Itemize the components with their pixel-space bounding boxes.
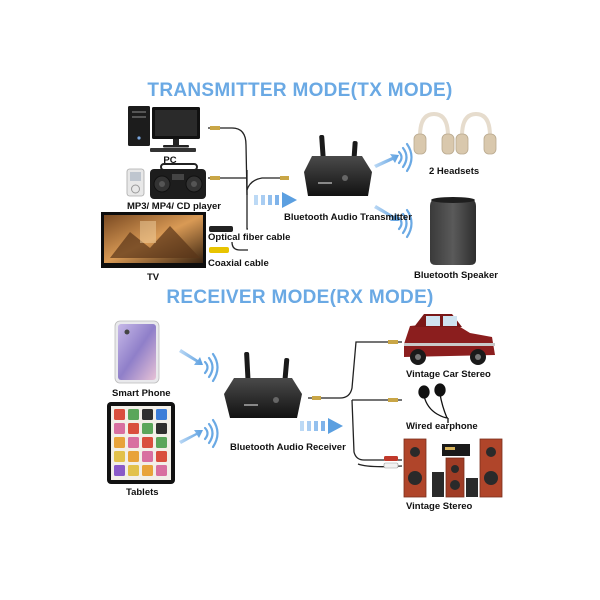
pc-label: PC bbox=[163, 155, 177, 166]
app-tile-icon bbox=[156, 409, 167, 420]
app-tile-icon bbox=[114, 451, 125, 462]
app-tile-icon bbox=[114, 465, 125, 476]
transmitter-label: Bluetooth Audio Transmitter bbox=[284, 212, 412, 223]
rx-mode-title: RECEIVER MODE(RX MODE) bbox=[166, 287, 434, 308]
car-stereo-label: Vintage Car Stereo bbox=[406, 369, 491, 380]
app-tile-icon bbox=[128, 409, 139, 420]
vintage-stereo-label: Vintage Stereo bbox=[406, 501, 473, 512]
app-tile-icon bbox=[128, 465, 139, 476]
app-tile-icon bbox=[142, 423, 153, 434]
signal-arrows bbox=[374, 154, 399, 221]
rx-cables bbox=[308, 341, 403, 468]
app-tile-icon bbox=[114, 437, 125, 448]
tablet-icon bbox=[107, 402, 175, 484]
app-tile-icon bbox=[142, 437, 153, 448]
app-tile-icon bbox=[156, 437, 167, 448]
smartphone-label: Smart Phone bbox=[112, 388, 171, 399]
signal-arrows bbox=[179, 349, 203, 444]
rca-white-connector-icon bbox=[383, 462, 399, 469]
keyboard-icon bbox=[150, 148, 196, 152]
tx-jacks bbox=[209, 126, 289, 253]
pc-tower-icon bbox=[128, 106, 150, 146]
rca-red-connector-icon bbox=[384, 456, 398, 461]
signal-waves-icon bbox=[203, 352, 219, 449]
arrow-icon bbox=[300, 418, 343, 434]
optical-cable-label: Optical fiber cable bbox=[208, 232, 291, 243]
coaxial-cable-label: Coaxial cable bbox=[208, 258, 269, 269]
transmitter-device-icon bbox=[304, 134, 372, 196]
smartphone-icon bbox=[114, 320, 160, 384]
mp3-player-label: MP3/ MP4/ CD player bbox=[127, 201, 221, 212]
app-tile-icon bbox=[114, 409, 125, 420]
app-tile-icon bbox=[142, 465, 153, 476]
rx-jacks bbox=[312, 340, 399, 469]
app-tile-icon bbox=[128, 423, 139, 434]
boombox-icon bbox=[150, 163, 206, 199]
tv-label: TV bbox=[147, 272, 160, 283]
tx-cables bbox=[208, 127, 287, 251]
earphone-icon bbox=[418, 383, 449, 423]
car-icon bbox=[404, 314, 495, 365]
app-tile-icon bbox=[128, 451, 139, 462]
tx-mode-title: TRANSMITTER MODE(TX MODE) bbox=[147, 80, 453, 101]
app-tile-icon bbox=[156, 465, 167, 476]
app-tile-icon bbox=[156, 423, 167, 434]
tv-icon bbox=[101, 212, 206, 268]
headphones-icon bbox=[413, 111, 497, 155]
mp3-player-icon bbox=[126, 168, 145, 197]
app-tile-icon bbox=[142, 451, 153, 462]
earphone-label: Wired earphone bbox=[406, 421, 478, 432]
app-tile-icon bbox=[156, 451, 167, 462]
receiver-label: Bluetooth Audio Receiver bbox=[230, 442, 346, 453]
tablet-label: Tablets bbox=[126, 487, 159, 498]
coaxial-connector-icon bbox=[209, 247, 229, 253]
arrow-icon bbox=[254, 192, 297, 208]
headsets-label: 2 Headsets bbox=[429, 166, 480, 177]
stereo-speakers-icon bbox=[403, 438, 503, 498]
bluetooth-speaker-label: Bluetooth Speaker bbox=[414, 270, 498, 281]
optical-connector-icon bbox=[209, 226, 233, 232]
pc-icon bbox=[128, 106, 200, 152]
receiver-device-icon bbox=[224, 351, 302, 418]
signal-waves-icon bbox=[397, 142, 413, 239]
pc-monitor-icon bbox=[152, 107, 200, 148]
app-tile-icon bbox=[114, 423, 125, 434]
app-tile-icon bbox=[128, 437, 139, 448]
app-tile-icon bbox=[142, 409, 153, 420]
bluetooth-speaker-icon bbox=[430, 197, 476, 265]
